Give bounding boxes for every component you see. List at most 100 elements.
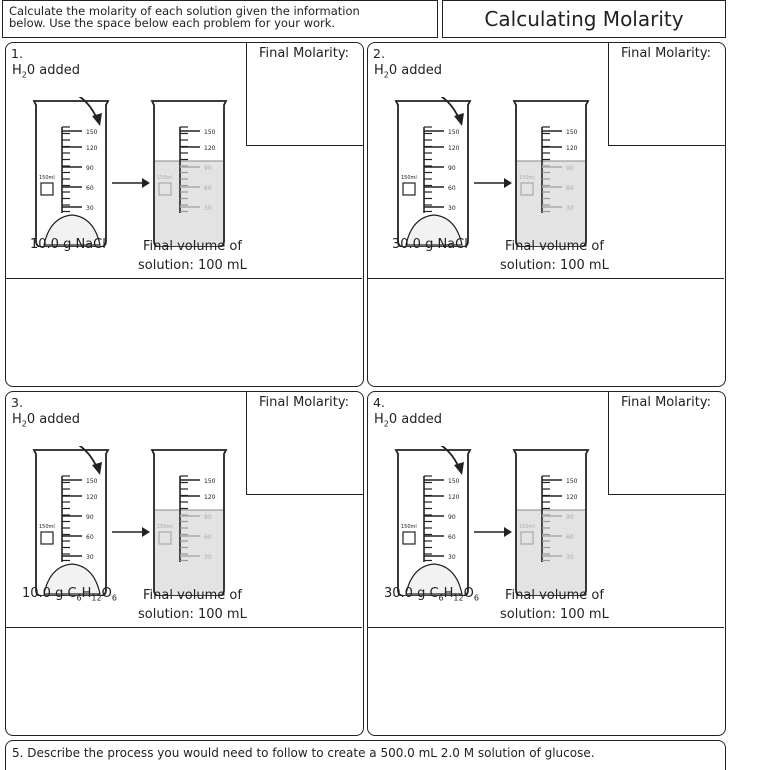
problem-3-final-mark-label: 150: [204, 478, 216, 485]
problem-3-water-arrow: [78, 446, 102, 475]
problem-3-initial-mark-label: 150: [86, 478, 98, 485]
problem-1-work-area[interactable]: [6, 280, 362, 385]
problem-4-initial-mark-label: 150: [448, 478, 460, 485]
problem-2-final-mark-label: 90: [566, 165, 574, 172]
problem-1-water-arrow: [78, 97, 102, 126]
problem-3-final-molarity-box[interactable]: Final Molarity:: [246, 391, 364, 495]
problem-3-final-mark-label: 120: [204, 494, 216, 501]
question-5: 5. Describe the process you would need t…: [5, 740, 726, 770]
problem-1-final-small-label: 150ml: [157, 175, 173, 181]
problem-1-process-arrow: [112, 178, 150, 188]
problem-4-final-molarity-label: Final Molarity:: [621, 395, 712, 410]
problem-2-initial-mark-label: 120: [448, 145, 460, 152]
problem-2-initial-small-label: 150ml: [401, 175, 417, 181]
problem-2-final-mark-label: 60: [566, 185, 574, 192]
problem-4-final-molarity-box[interactable]: Final Molarity:: [608, 391, 726, 495]
instructions-box: Calculate the molarity of each solution …: [2, 0, 438, 38]
problem-4-solute-mass: 30.0 g C6H12O6: [384, 586, 479, 603]
problem-2-initial-beaker: 150 120 90 60 30 150ml: [394, 100, 472, 247]
problem-1-water-added: H20 added: [12, 63, 80, 80]
problem-2-solute-mass: 30.0 g NaCl: [392, 237, 468, 252]
problem-3-final-mark-label: 30: [204, 554, 212, 561]
problem-4-work-area[interactable]: [368, 629, 724, 734]
problem-1-initial-mark-label: 90: [86, 165, 94, 172]
problem-4-water-added: H20 added: [374, 412, 442, 429]
problem-4-number: 4.: [373, 395, 385, 410]
problem-2-final-molarity-label: Final Molarity:: [621, 46, 712, 61]
problem-3-final-mark-label: 60: [204, 534, 212, 541]
problem-4-initial-mark-label: 90: [448, 514, 456, 521]
problem-3-initial-mark-label: 90: [86, 514, 94, 521]
problem-3-final-molarity-label: Final Molarity:: [259, 395, 350, 410]
problem-2-number: 2.: [373, 46, 385, 61]
problem-2-work-divider: [368, 278, 724, 279]
problem-2-water-arrow: [440, 97, 464, 126]
problem-2-work-area[interactable]: [368, 280, 724, 385]
problem-3-panel: 3. H20 added Final Molarity: 150 120 90 60 30 15…: [5, 391, 364, 736]
problem-1-final-mark-label: 60: [204, 185, 212, 192]
problem-1-initial-small-label: 150ml: [39, 175, 55, 181]
problem-2-final-mark-label: 150: [566, 129, 578, 136]
problem-1-final-mark-label: 120: [204, 145, 216, 152]
problem-2-initial-mark-label: 60: [448, 185, 456, 192]
problem-4-initial-mark-label: 120: [448, 494, 460, 501]
problem-1-final-mark-label: 150: [204, 129, 216, 136]
problem-1-final-molarity-label: Final Molarity:: [259, 46, 350, 61]
problem-1-initial-beaker: 150 120 90 60 30 150ml: [32, 100, 110, 247]
problem-2-initial-mark-label: 30: [448, 205, 456, 212]
page-title: Calculating Molarity: [442, 0, 726, 38]
problem-3-work-divider: [6, 627, 362, 628]
problem-2-initial-mark-label: 90: [448, 165, 456, 172]
problem-3-water-added: H20 added: [12, 412, 80, 429]
problem-2-final-mark-label: 30: [566, 205, 574, 212]
problem-2-initial-mark-label: 150: [448, 129, 460, 136]
problem-3-initial-mark-label: 30: [86, 554, 94, 561]
problem-4-final-small-label: 150ml: [519, 524, 535, 530]
instructions-line-1: Calculate the molarity of each solution …: [9, 4, 360, 18]
problem-4-initial-mark-label: 60: [448, 534, 456, 541]
problem-2-water-added: H20 added: [374, 63, 442, 80]
problem-3-initial-small-label: 150ml: [39, 524, 55, 530]
problem-3-final-small-label: 150ml: [157, 524, 173, 530]
problem-1-final-molarity-box[interactable]: Final Molarity:: [246, 42, 364, 146]
problem-3-work-area[interactable]: [6, 629, 362, 734]
problem-4-final-mark-label: 120: [566, 494, 578, 501]
problem-1-final-mark-label: 30: [204, 205, 212, 212]
problem-3-initial-mark-label: 120: [86, 494, 98, 501]
problem-2-process-arrow: [474, 178, 512, 188]
problem-1-solute-mass: 10.0 g NaCl: [30, 237, 106, 252]
problem-2-final-molarity-box[interactable]: Final Molarity:: [608, 42, 726, 146]
problem-4-final-mark-label: 60: [566, 534, 574, 541]
problem-1-work-divider: [6, 278, 362, 279]
problem-1-initial-mark-label: 60: [86, 185, 94, 192]
problem-1-initial-mark-label: 120: [86, 145, 98, 152]
problem-4-work-divider: [368, 627, 724, 628]
problem-1-number: 1.: [11, 46, 23, 61]
problem-4-final-mark-label: 90: [566, 514, 574, 521]
problem-3-process-arrow: [112, 527, 150, 537]
problem-2-final-mark-label: 120: [566, 145, 578, 152]
instructions-line-2: below. Use the space below each problem …: [9, 16, 336, 30]
problem-4-water-arrow: [440, 446, 464, 475]
problem-1-initial-mark-label: 30: [86, 205, 94, 212]
problem-3-solute-mass: 10.0 g C6H12O6: [22, 586, 117, 603]
problem-4-final-mark-label: 150: [566, 478, 578, 485]
problem-1-initial-mark-label: 150: [86, 129, 98, 136]
problem-3-number: 3.: [11, 395, 23, 410]
